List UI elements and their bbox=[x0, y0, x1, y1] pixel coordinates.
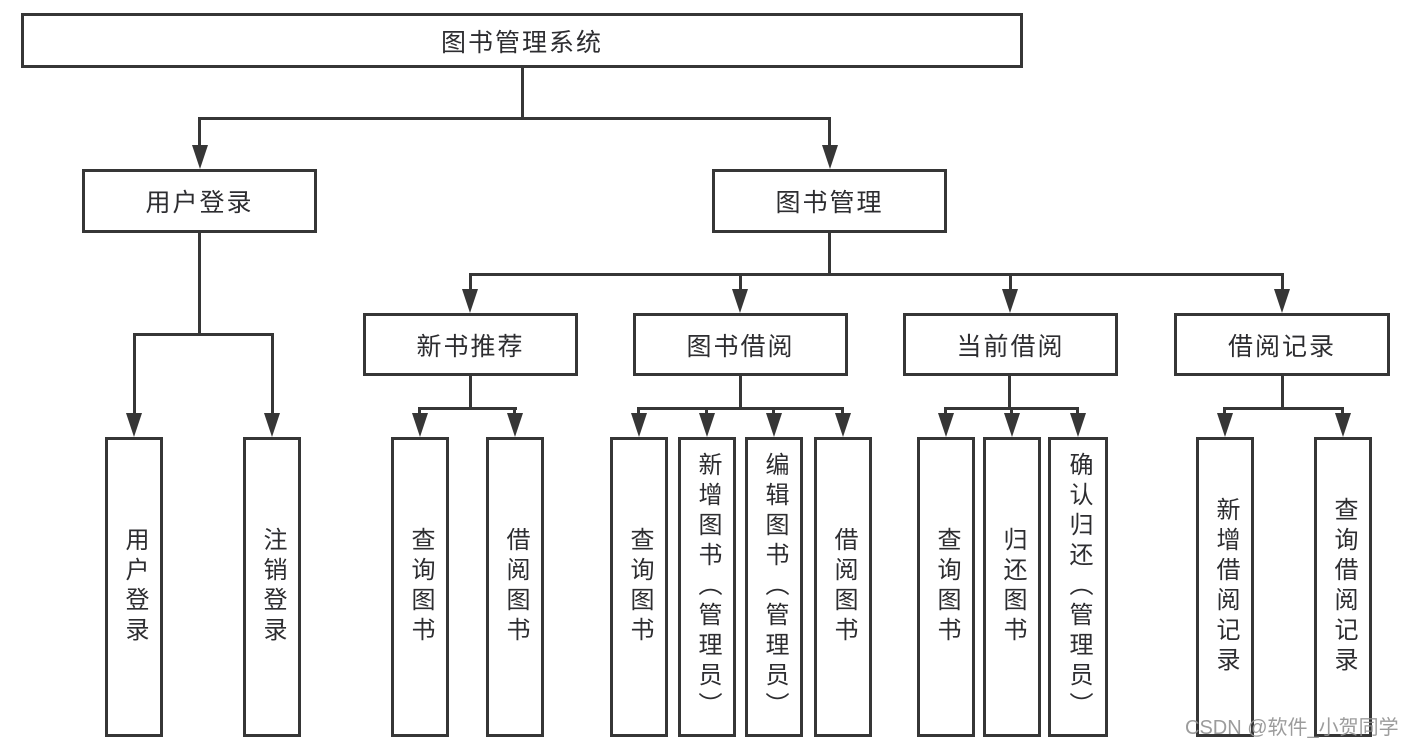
arrowhead-current-borrow bbox=[1002, 289, 1018, 313]
connector-current-drop bbox=[1008, 374, 1011, 410]
arrowhead-leaf-user-login bbox=[126, 413, 142, 437]
arrowhead-leaf bbox=[631, 413, 647, 437]
leaf-query-borrow-record-label: 查询借阅记录 bbox=[1330, 497, 1357, 677]
connector-records-drop bbox=[1281, 374, 1284, 410]
leaf-add-borrow-record-label: 新增借阅记录 bbox=[1212, 497, 1239, 677]
leaf-query-books-borrowing-label: 查询图书 bbox=[626, 527, 653, 647]
leaf-add-borrow-record: 新增借阅记录 bbox=[1196, 437, 1254, 737]
csdn-watermark: CSDN @软件_小贺同学 bbox=[1185, 717, 1399, 739]
leaf-confirm-return-admin: 确认归还（管理员） bbox=[1048, 437, 1108, 737]
connector-stub bbox=[513, 407, 516, 417]
leaf-return-books-label: 归还图书 bbox=[999, 527, 1026, 647]
leaf-borrow-books-borrowing: 借阅图书 bbox=[814, 437, 872, 737]
arrowhead-leaf bbox=[1217, 413, 1233, 437]
connector-stub bbox=[418, 407, 421, 417]
node-book-management: 图书管理 bbox=[712, 169, 947, 233]
leaf-borrow-books-recommend: 借阅图书 bbox=[486, 437, 544, 737]
node-current-borrowing: 当前借阅 bbox=[903, 313, 1118, 376]
connector-stub bbox=[841, 407, 844, 417]
connector-to-new-book bbox=[469, 273, 472, 291]
node-current-borrowing-label: 当前借阅 bbox=[956, 332, 1065, 361]
arrowhead-leaf bbox=[507, 413, 523, 437]
leaf-query-borrow-record: 查询借阅记录 bbox=[1314, 437, 1372, 737]
leaf-edit-books-admin: 编辑图书（管理员） bbox=[745, 437, 803, 737]
connector-to-current-borrow bbox=[1009, 273, 1012, 291]
leaf-user-login-label: 用户登录 bbox=[121, 527, 148, 647]
leaf-query-books-recommend: 查询图书 bbox=[391, 437, 449, 737]
connector-newbook-split bbox=[418, 407, 517, 410]
node-borrow-records: 借阅记录 bbox=[1174, 313, 1390, 376]
arrowhead-leaf bbox=[699, 413, 715, 437]
connector-stub bbox=[637, 407, 640, 417]
connector-to-borrow-records bbox=[1281, 273, 1284, 291]
leaf-query-books-recommend-label: 查询图书 bbox=[407, 527, 434, 647]
connector-to-leaf-logout bbox=[271, 333, 274, 415]
node-borrow-records-label: 借阅记录 bbox=[1227, 332, 1336, 361]
connector-stub bbox=[1223, 407, 1226, 417]
leaf-confirm-return-admin-label: 确认归还（管理员） bbox=[1065, 452, 1092, 722]
connector-stub bbox=[1076, 407, 1079, 417]
arrowhead-user-login bbox=[192, 145, 208, 169]
arrowhead-leaf bbox=[412, 413, 428, 437]
node-new-book-recommend-label: 新书推荐 bbox=[416, 332, 525, 361]
node-book-management-label: 图书管理 bbox=[775, 189, 884, 217]
connector-stub bbox=[1341, 407, 1344, 417]
connector-mgmt-split bbox=[469, 273, 1283, 276]
arrowhead-book-management bbox=[822, 145, 838, 169]
connector-root-drop bbox=[521, 66, 524, 120]
leaf-borrow-books-borrowing-label: 借阅图书 bbox=[830, 527, 857, 647]
leaf-user-login: 用户登录 bbox=[105, 437, 163, 737]
leaf-return-books: 归还图书 bbox=[983, 437, 1041, 737]
arrowhead-leaf bbox=[938, 413, 954, 437]
node-root-label: 图书管理系统 bbox=[440, 28, 603, 57]
connector-newbook-drop bbox=[469, 374, 472, 410]
node-root: 图书管理系统 bbox=[21, 13, 1023, 68]
leaf-query-books-borrowing: 查询图书 bbox=[610, 437, 668, 737]
node-book-borrowing-label: 图书借阅 bbox=[686, 332, 795, 361]
arrowhead-leaf-logout bbox=[264, 413, 280, 437]
connector-mgmt-drop bbox=[828, 231, 831, 276]
connector-to-book-borrow bbox=[739, 273, 742, 291]
connector-stub bbox=[1010, 407, 1013, 417]
leaf-query-books-current: 查询图书 bbox=[917, 437, 975, 737]
arrowhead-leaf bbox=[1335, 413, 1351, 437]
connector-borrow-split bbox=[637, 407, 844, 410]
connector-to-leaf-user-login bbox=[133, 333, 136, 415]
leaf-add-books-admin: 新增图书（管理员） bbox=[678, 437, 736, 737]
connector-stub bbox=[944, 407, 947, 417]
connector-to-book-management bbox=[828, 117, 831, 149]
connector-stub bbox=[705, 407, 708, 417]
connector-stub bbox=[772, 407, 775, 417]
node-book-borrowing: 图书借阅 bbox=[633, 313, 848, 376]
arrowhead-leaf bbox=[835, 413, 851, 437]
connector-borrow-drop bbox=[739, 374, 742, 410]
leaf-add-books-admin-label: 新增图书（管理员） bbox=[694, 452, 721, 722]
leaf-borrow-books-recommend-label: 借阅图书 bbox=[502, 527, 529, 647]
leaf-logout-label: 注销登录 bbox=[259, 527, 286, 647]
node-new-book-recommend: 新书推荐 bbox=[363, 313, 578, 376]
connector-login-drop bbox=[198, 231, 201, 336]
leaf-query-books-current-label: 查询图书 bbox=[933, 527, 960, 647]
arrowhead-book-borrow bbox=[732, 289, 748, 313]
connector-root-split bbox=[198, 117, 831, 120]
leaf-logout: 注销登录 bbox=[243, 437, 301, 737]
leaf-edit-books-admin-label: 编辑图书（管理员） bbox=[761, 452, 788, 722]
connector-to-user-login bbox=[198, 117, 201, 149]
connector-records-split bbox=[1223, 407, 1344, 410]
arrowhead-borrow-records bbox=[1274, 289, 1290, 313]
node-user-login-label: 用户登录 bbox=[145, 189, 254, 217]
arrowhead-leaf bbox=[1070, 413, 1086, 437]
node-user-login: 用户登录 bbox=[82, 169, 317, 233]
arrowhead-leaf bbox=[766, 413, 782, 437]
arrowhead-new-book bbox=[462, 289, 478, 313]
arrowhead-leaf bbox=[1004, 413, 1020, 437]
connector-login-split bbox=[133, 333, 274, 336]
